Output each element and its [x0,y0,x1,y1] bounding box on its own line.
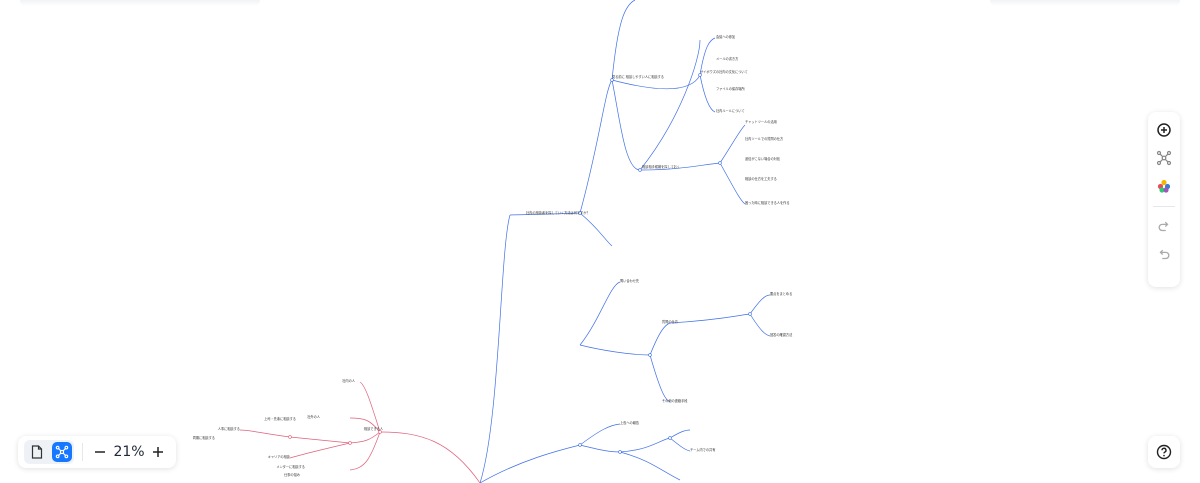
plus-icon [153,447,163,457]
red-node[interactable]: 社内の人 [342,378,356,383]
red-node[interactable]: 相談できる人 [364,426,384,431]
mindmap-icon [55,445,68,459]
blue-node[interactable]: 見る前に 相談しやすい人に相談する [612,74,664,79]
outline-mode-button[interactable] [27,442,47,462]
red-node[interactable]: メンターに相談する [276,464,305,469]
minus-icon [95,451,105,453]
red-node[interactable]: 上司・先輩に相談する [264,416,296,421]
blue-node[interactable]: 社内の相談者を探していく方法は何ですか？ [526,210,590,215]
blue-node[interactable]: ファイルの保存場所 [716,86,745,91]
zoom-in-button[interactable] [149,442,167,462]
blue-node[interactable]: 相談相手候補を探しておく [642,164,680,169]
right-toolbar [1148,112,1180,287]
help-icon [1156,444,1172,460]
blue-node[interactable]: 質問の仕方 [662,319,678,324]
blue-node[interactable]: サイボウズの社内の文化について [700,69,748,74]
blue-node[interactable]: チャットツールの活用 [745,119,777,124]
blue-branches [479,0,771,483]
blue-node[interactable]: 問い合わせ先 [620,278,640,283]
red-branches [239,381,481,483]
zoom-out-button[interactable] [91,442,109,462]
theme-button[interactable] [1148,172,1180,200]
blue-node[interactable]: メールの書き方 [716,56,738,61]
blue-node[interactable]: 会議への参加 [716,34,735,39]
zoom-divider [82,443,83,461]
red-node[interactable]: 社外の人 [307,414,321,419]
mindmap-mode-button[interactable] [51,442,72,462]
toolbar-divider [1153,206,1175,207]
document-icon [31,445,42,459]
top-shadow-left [20,0,260,6]
blue-node[interactable]: 回答の確認方法 [770,332,792,337]
red-node[interactable]: 同期に相談する [193,435,215,440]
blue-node[interactable]: 相談の仕方を工夫する [745,176,777,181]
blue-node[interactable]: 上長への報告 [620,420,639,425]
blue-node[interactable]: 返信がこない場合の対処 [745,156,781,161]
redo-button[interactable] [1148,213,1180,241]
red-node[interactable]: 仕事の悩み [284,472,301,477]
blue-node-labels: 社内の相談者を探していく方法は何ですか？ 見る前に 相談しやすい人に相談する相談相… [526,34,792,452]
zoom-level: 21% [113,444,145,460]
blue-node[interactable]: その他の連絡手段 [662,398,688,403]
red-node[interactable]: 人事に相談する [218,426,240,431]
blue-node[interactable]: 社内ツールでの質問の仕方 [745,136,783,141]
color-palette-icon [1157,179,1171,193]
add-node-button[interactable] [1148,116,1180,144]
view-mode-toggle [24,440,74,464]
help-button[interactable] [1148,436,1180,468]
mindmap-layout-icon [1156,150,1172,166]
node-dots [288,73,752,454]
blue-node[interactable]: 社内ルールについて [716,108,745,113]
red-node[interactable]: キャリアの相談 [268,454,291,459]
redo-icon [1158,221,1169,232]
blue-node[interactable]: 困った時に相談できる人を作る [745,200,790,205]
top-shadow-right [990,0,1180,6]
add-circle-icon [1157,123,1171,137]
blue-node[interactable]: 要点をまとめる [770,291,792,296]
layout-button[interactable] [1148,144,1180,172]
blue-node[interactable]: チーム内での共有 [690,447,715,452]
undo-icon [1159,249,1170,260]
undo-button[interactable] [1148,241,1180,269]
zoom-bar: 21% [18,436,176,468]
